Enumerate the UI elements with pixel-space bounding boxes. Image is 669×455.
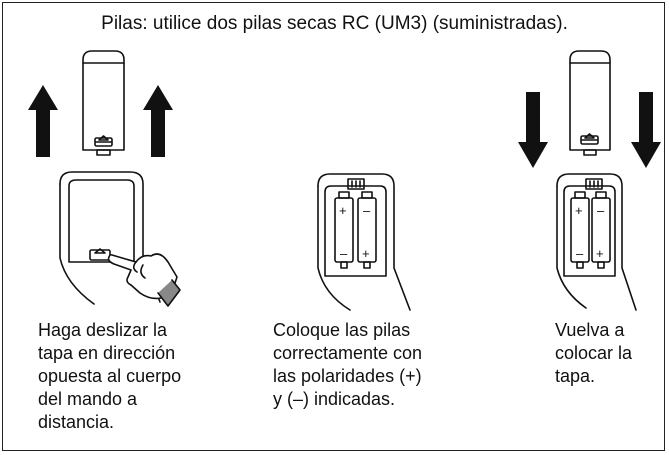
polarity-plus-label: + (362, 246, 370, 261)
arrow-down-icon (518, 92, 548, 168)
battery-icon (591, 191, 611, 269)
battery-icon (357, 191, 377, 269)
battery-cover (569, 50, 611, 156)
remote-icon (556, 173, 637, 311)
arrow-up-icon (143, 85, 173, 157)
figure-title: Pilas: utilice dos pilas secas RC (UM3) … (101, 13, 568, 34)
polarity-minus-label: – (363, 203, 371, 218)
polarity-plus-label: + (596, 246, 604, 261)
step3-illustration (518, 50, 661, 311)
battery-icon (570, 191, 590, 269)
battery-cover (82, 50, 125, 156)
arrow-up-icon (28, 85, 58, 157)
remote-icon (317, 173, 411, 311)
remote-icon (59, 171, 161, 305)
hand-pointer-icon (107, 253, 181, 307)
step2-caption: Coloque las pilas correctamente con las … (273, 320, 423, 409)
polarity-minus-label: – (597, 203, 605, 218)
step1-caption: Haga deslizar la tapa en dirección opues… (38, 320, 182, 432)
arrow-down-icon (631, 92, 661, 168)
battery-icon (334, 191, 354, 269)
polarity-minus-label: – (340, 246, 348, 261)
polarity-plus-label: + (339, 203, 347, 218)
polarity-plus-label: + (575, 203, 583, 218)
step2-illustration (317, 173, 411, 311)
polarity-minus-label: – (576, 246, 584, 261)
step1-illustration (28, 50, 181, 307)
step3-caption: Vuelva a colocar la tapa. (555, 320, 633, 386)
figure-border (2, 2, 665, 451)
